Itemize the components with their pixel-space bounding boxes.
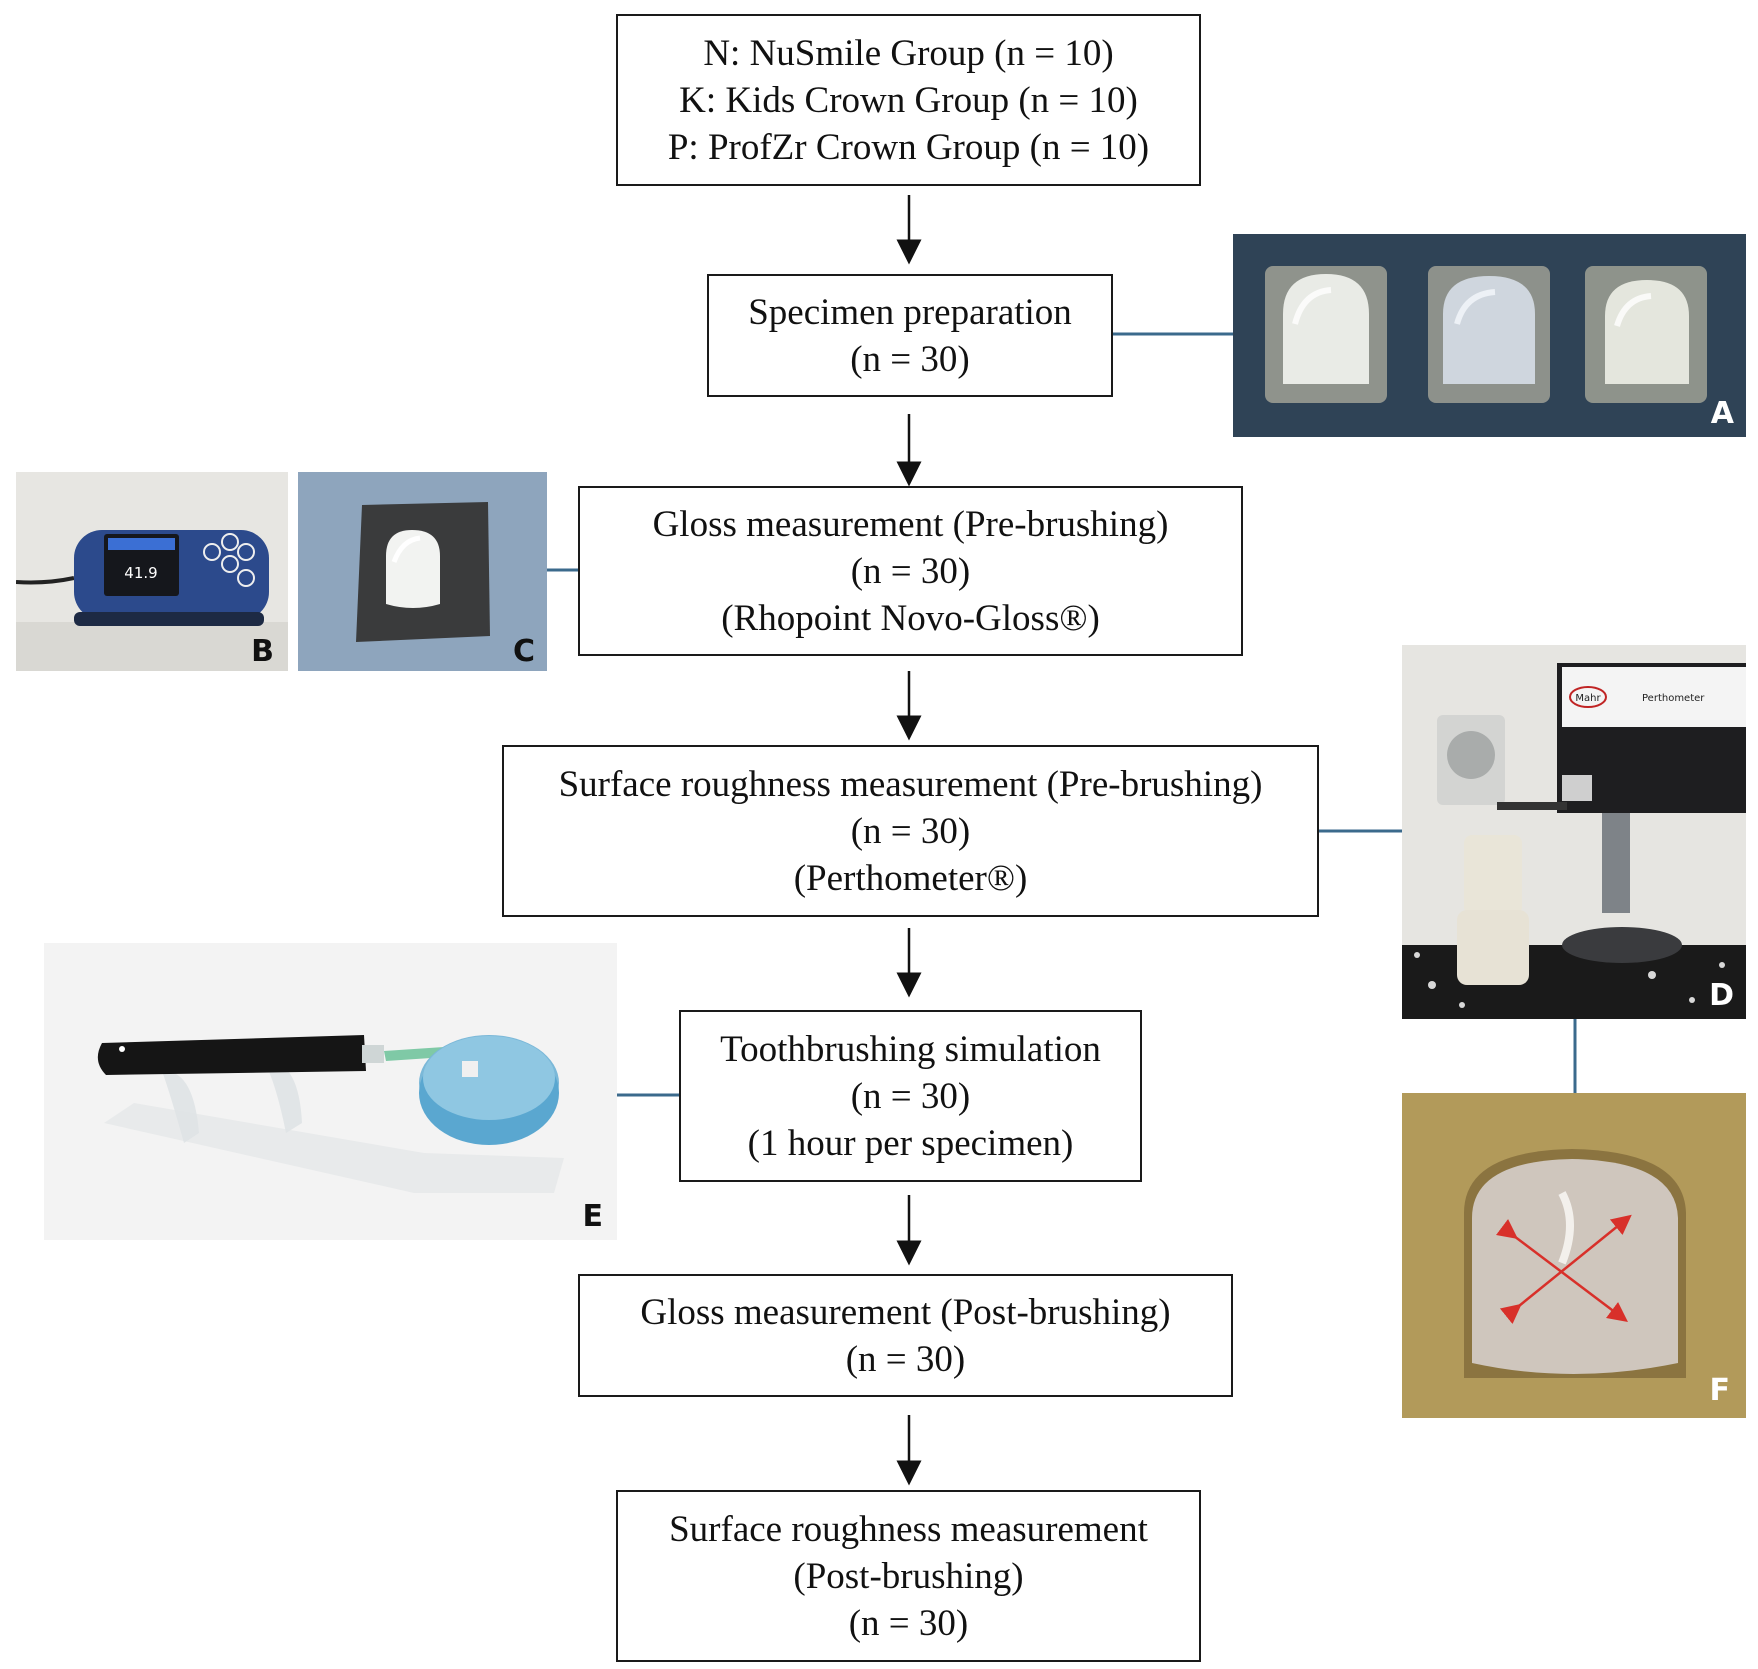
- specimen-foam-illustration: [298, 472, 547, 671]
- gloss-pre-line-1: Gloss measurement (Pre-brushing): [652, 503, 1169, 545]
- perthometer-brand: Mahr: [1575, 693, 1601, 704]
- brushing-simulator-illustration: [44, 943, 617, 1240]
- photo-d-label: D: [1709, 978, 1734, 1013]
- rough-pre-line-1: Surface roughness measurement (Pre-brush…: [558, 763, 1263, 805]
- groups-line-1: N: NuSmile Group (n = 10): [703, 32, 1114, 74]
- roughness-post-box: Surface roughness measurement (Post-brus…: [616, 1490, 1201, 1662]
- specimen-line-2: (n = 30): [850, 338, 970, 380]
- gloss-meter-reading: 41.9: [124, 564, 157, 582]
- brushing-line-2: (n = 30): [850, 1075, 971, 1117]
- perthometer-device-name: Perthometer: [1642, 693, 1705, 704]
- rough-post-line-1: Surface roughness measurement: [669, 1508, 1148, 1550]
- photo-a-label: A: [1710, 396, 1734, 431]
- rough-pre-line-3: (Perthometer®): [793, 857, 1028, 899]
- photo-b-label: B: [251, 634, 274, 669]
- gloss-pre-line-2: (n = 30): [850, 550, 971, 592]
- photo-e-brushing-simulator: E: [44, 943, 617, 1240]
- groups-line-2: K: Kids Crown Group (n = 10): [679, 79, 1138, 121]
- rough-post-line-2: (Post-brushing): [793, 1555, 1024, 1597]
- brushing-line-1: Toothbrushing simulation: [720, 1028, 1101, 1070]
- gloss-meter-illustration: 41.9: [16, 472, 288, 671]
- photo-f-measurement-directions: F: [1402, 1093, 1746, 1418]
- gloss-pre-line-3: (Rhopoint Novo-Gloss®): [721, 597, 1100, 639]
- brushing-line-3: (1 hour per specimen): [747, 1122, 1074, 1164]
- crown-measurement-illustration: [1402, 1093, 1746, 1418]
- perthometer-illustration: Mahr Perthometer: [1402, 645, 1746, 1019]
- roughness-pre-box: Surface roughness measurement (Pre-brush…: [502, 745, 1319, 917]
- toothbrushing-box: Toothbrushing simulation (n = 30) (1 hou…: [679, 1010, 1142, 1182]
- rough-pre-line-2: (n = 30): [850, 810, 971, 852]
- photo-c-label: C: [512, 634, 535, 669]
- specimen-crowns-illustration: [1233, 234, 1746, 437]
- gloss-pre-box: Gloss measurement (Pre-brushing) (n = 30…: [578, 486, 1243, 656]
- groups-line-3: P: ProfZr Crown Group (n = 10): [667, 126, 1150, 168]
- photo-d-perthometer: Mahr Perthometer D: [1402, 645, 1746, 1019]
- photo-a-specimens: A: [1233, 234, 1746, 437]
- photo-f-label: F: [1709, 1373, 1731, 1408]
- groups-box: N: NuSmile Group (n = 10) K: Kids Crown …: [616, 14, 1201, 186]
- gloss-post-box: Gloss measurement (Post-brushing) (n = 3…: [578, 1274, 1233, 1397]
- photo-e-label: E: [582, 1199, 604, 1234]
- photo-b-gloss-meter: 41.9 B: [16, 472, 288, 671]
- gloss-post-line-2: (n = 30): [845, 1338, 966, 1380]
- specimen-line-1: Specimen preparation: [748, 291, 1072, 333]
- rough-post-line-3: (n = 30): [848, 1602, 969, 1644]
- measure-arrow-2: [1499, 1214, 1632, 1325]
- specimen-preparation-box: Specimen preparation (n = 30): [707, 274, 1113, 397]
- gloss-post-line-1: Gloss measurement (Post-brushing): [640, 1291, 1171, 1333]
- photo-c-specimen: C: [298, 472, 547, 671]
